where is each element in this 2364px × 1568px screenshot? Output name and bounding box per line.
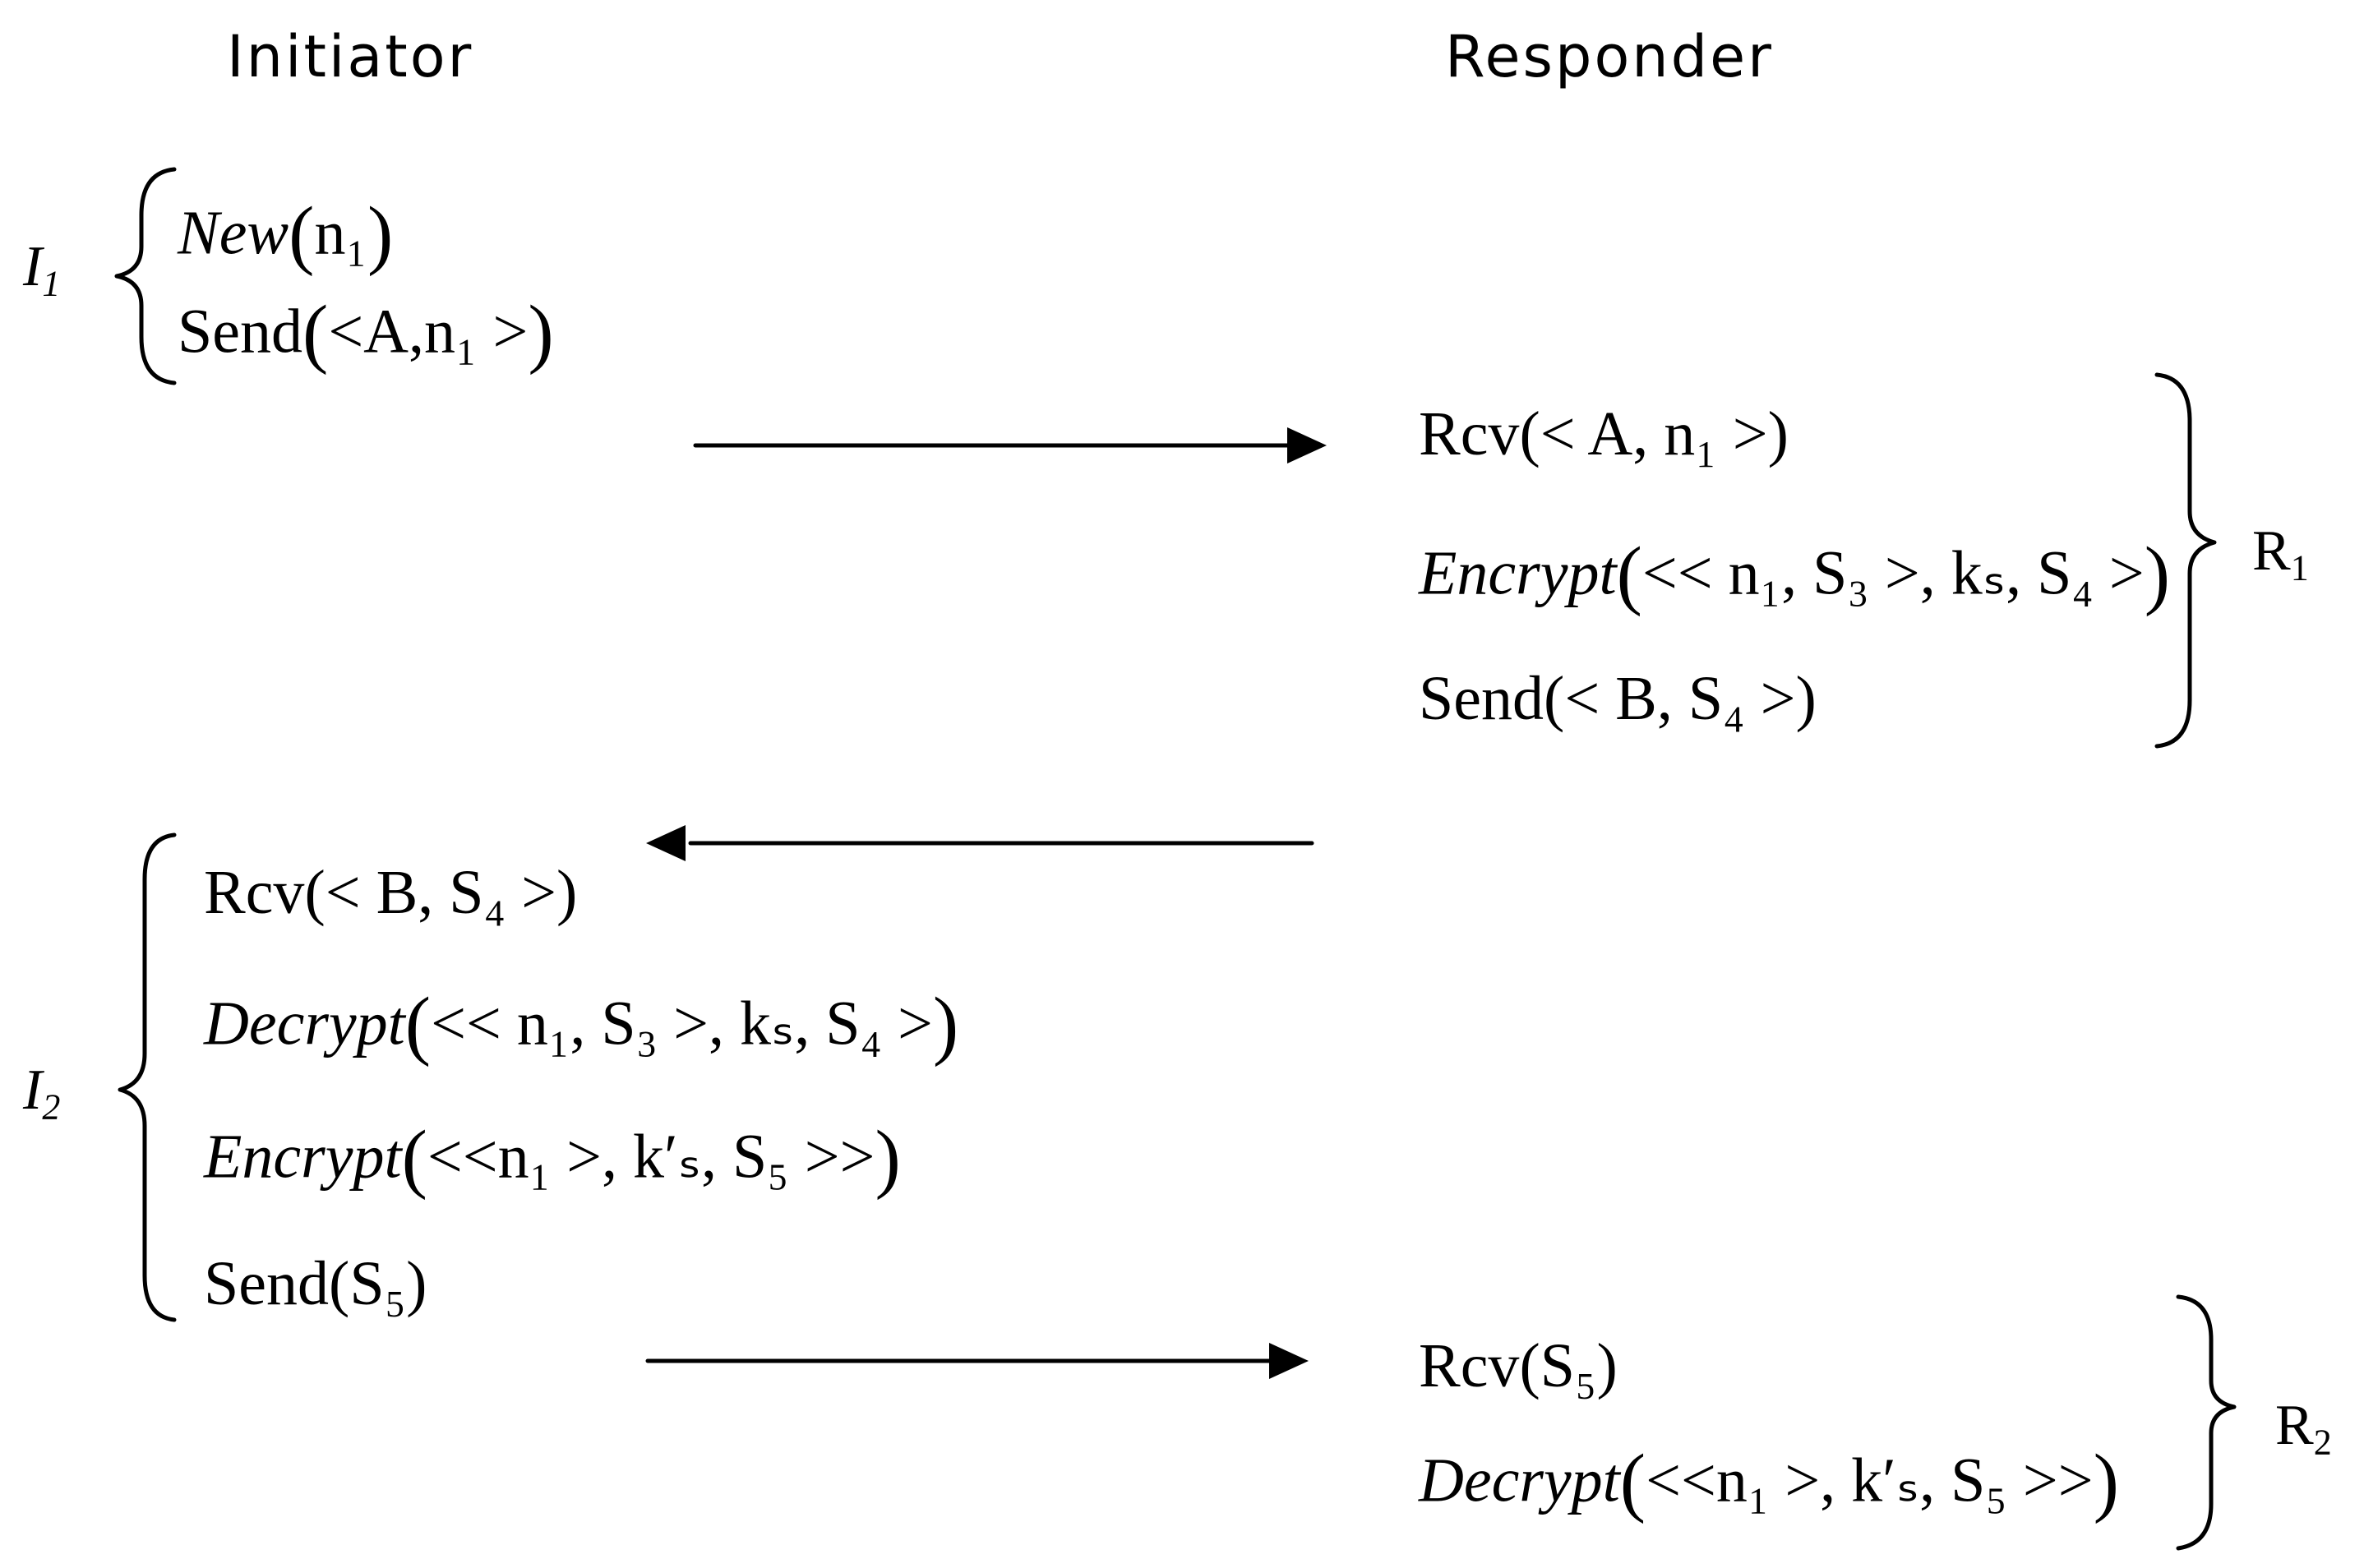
label-i2: I2 [23,1058,61,1128]
step-args: < A, n₁ > [1540,399,1768,468]
responder-step-rcv: Rcv(< A, n₁ >) [1419,399,1789,468]
initiator-step-send: Send(S₅) [204,1249,427,1318]
brace-r2 [2176,1294,2237,1551]
step-function: Send [178,297,302,367]
step-function: Decrypt [204,989,405,1058]
initiator-header: Initiator [227,23,474,90]
step-function: Decrypt [1419,1446,1620,1515]
arrow-2-head [646,825,686,861]
initiator-step-decrypt: Decrypt(<< n₁, S₃ >, kₛ, S₄ >) [204,982,959,1068]
arrow-1-head [1287,427,1327,463]
brace-i1 [114,167,177,385]
responder-header: Responder [1445,23,1774,90]
arrow-3-head [1269,1343,1309,1379]
initiator-step-rcv: Rcv(< B, S₄ >) [204,858,578,927]
step-function: Rcv [1419,399,1520,468]
step-function: Send [204,1249,329,1318]
label-r1: R1 [2252,519,2309,588]
brace-i2 [118,832,177,1322]
label-r2: R2 [2275,1394,2332,1463]
step-function: Rcv [1419,1331,1520,1400]
step-function: Send [1419,664,1544,733]
responder-step-decrypt: Decrypt(<<n₁ >, k′ₛ, S₅ >>) [1419,1439,2119,1524]
step-function: New [178,198,289,268]
responder-step-encrypt: Encrypt(<< n₁, S₃ >, kₛ, S₄ >) [1419,532,2171,617]
step-args: S₅ [1540,1331,1597,1400]
responder-step-send: Send(< B, S₄ >) [1419,664,1817,733]
step-args: <<n₁ >, k′ₛ, S₅ >> [1646,1446,2094,1515]
label-i1: I1 [23,235,61,304]
step-function: Encrypt [204,1122,402,1192]
step-args: <<n₁ >, k′ₛ, S₅ >> [427,1122,875,1192]
initiator-step-send: Send(<A,n₁ >) [178,290,554,376]
step-function: Rcv [204,858,305,927]
step-args: < B, S₄ > [1564,664,1796,733]
step-args: << n₁, S₃ >, kₛ, S₄ > [431,989,933,1058]
step-args: n₁ [314,198,367,268]
step-args: < B, S₄ > [325,858,556,927]
brace-r1 [2154,372,2217,749]
step-args: S₅ [349,1249,407,1318]
initiator-step-encrypt: Encrypt(<<n₁ >, k′ₛ, S₅ >>) [204,1115,901,1201]
responder-step-rcv-2: Rcv(S₅) [1419,1331,1618,1400]
step-args: << n₁, S₃ >, kₛ, S₄ > [1641,538,2145,608]
initiator-step-new: New(n₁) [178,191,394,277]
step-args: <A,n₁ > [328,297,529,367]
step-function: Encrypt [1419,538,1617,608]
